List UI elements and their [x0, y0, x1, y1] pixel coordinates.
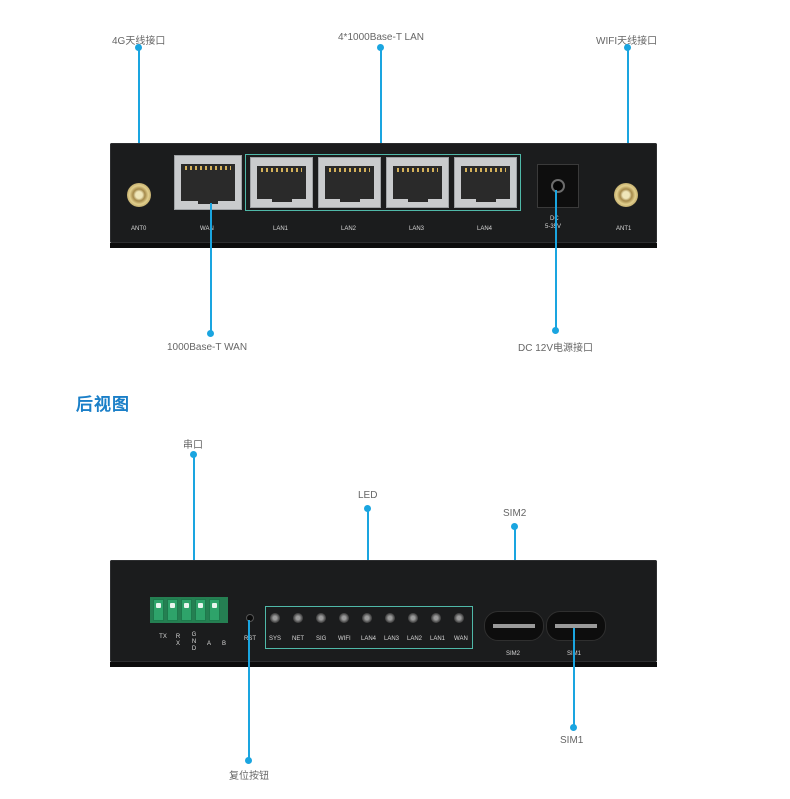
lan-port-2: [318, 157, 381, 208]
callout-dot: [245, 757, 252, 764]
terminal-label-rx: RX: [175, 634, 181, 647]
reset-button: [246, 614, 254, 622]
led-label-wifi: WIFI: [338, 636, 351, 642]
port-label-lan4: LAN4: [477, 226, 493, 232]
callout-line: [193, 455, 195, 598]
callout-wifi-antenna: WIFI天线接口: [596, 36, 658, 47]
callout-dot: [511, 523, 518, 530]
callout-dc-power: DC 12V电源接口: [518, 343, 594, 354]
callout-led: LED: [358, 490, 378, 501]
callout-reset-button: 复位按钮: [229, 771, 269, 782]
led-lan4: [362, 613, 372, 623]
terminal-label-gnd: GND: [191, 632, 197, 652]
led-sys: [270, 613, 280, 623]
callout-line: [380, 48, 382, 156]
port-label-dc-voltage: 5-35V: [545, 224, 562, 230]
callout-line: [210, 203, 212, 333]
callout-sim2: SIM2: [503, 508, 527, 519]
led-frame: [265, 606, 473, 649]
port-label-lan2: LAN2: [341, 226, 357, 232]
lan-port-3: [386, 157, 449, 208]
callout-serial-port: 串口: [183, 440, 203, 451]
sim2-label: SIM2: [506, 651, 521, 657]
lan-port-4: [454, 157, 517, 208]
dc-power-jack: [537, 164, 579, 208]
led-label-lan2: LAN2: [407, 636, 423, 642]
port-label-wan: WAN: [200, 226, 214, 232]
callout-sim1: SIM1: [560, 735, 584, 746]
led-lan2: [408, 613, 418, 623]
terminal-label-b: B: [222, 641, 227, 647]
callout-line: [627, 48, 629, 188]
rear-panel-base: [110, 662, 657, 667]
callout-dot: [190, 451, 197, 458]
callout-dot: [364, 505, 371, 512]
led-wan: [454, 613, 464, 623]
lan-ports-frame: [245, 154, 521, 211]
led-label-lan3: LAN3: [384, 636, 400, 642]
callout-dot: [207, 330, 214, 337]
callout-dot: [570, 724, 577, 731]
rst-label: RST: [244, 636, 256, 642]
callout-4g-antenna: 4G天线接口: [112, 36, 166, 47]
led-net: [293, 613, 303, 623]
callout-dot: [377, 44, 384, 51]
antenna-connector-ant0: [127, 183, 151, 207]
terminal-pin-b: [209, 599, 220, 621]
led-wifi: [339, 613, 349, 623]
led-lan1: [431, 613, 441, 623]
terminal-pin-a: [195, 599, 206, 621]
led-sig: [316, 613, 326, 623]
sim2-slot: [484, 611, 544, 641]
led-label-lan1: LAN1: [430, 636, 446, 642]
callout-line: [555, 190, 557, 330]
terminal-pin-gnd: [181, 599, 192, 621]
sim1-slot: [546, 611, 606, 641]
port-label-lan3: LAN3: [409, 226, 425, 232]
led-lan3: [385, 613, 395, 623]
callout-dot: [552, 327, 559, 334]
terminal-pin-tx: [153, 599, 164, 621]
wan-port: [174, 155, 242, 210]
callout-line: [573, 628, 575, 728]
callout-line: [367, 509, 369, 607]
callout-lan-ports: 4*1000Base-T LAN: [338, 32, 424, 43]
terminal-label-tx: TX: [159, 634, 167, 640]
port-label-ant1: ANT1: [616, 226, 632, 232]
led-label-lan4: LAN4: [361, 636, 377, 642]
led-label-sig: SIG: [316, 636, 327, 642]
led-label-net: NET: [292, 636, 304, 642]
port-label-dc: DC: [550, 216, 559, 222]
lan-port-1: [250, 157, 313, 208]
callout-line: [248, 620, 250, 760]
callout-dot: [135, 44, 142, 51]
led-label-wan: WAN: [454, 636, 468, 642]
terminal-pin-rx: [167, 599, 178, 621]
antenna-connector-ant1: [614, 183, 638, 207]
port-label-lan1: LAN1: [273, 226, 289, 232]
front-panel-base: [110, 243, 657, 248]
port-label-ant0: ANT0: [131, 226, 147, 232]
callout-dot: [624, 44, 631, 51]
rear-view-title: 后视图: [76, 395, 130, 414]
terminal-label-a: A: [207, 641, 212, 647]
callout-line: [138, 48, 140, 188]
callout-wan-port: 1000Base-T WAN: [167, 342, 248, 353]
led-label-sys: SYS: [269, 636, 282, 642]
